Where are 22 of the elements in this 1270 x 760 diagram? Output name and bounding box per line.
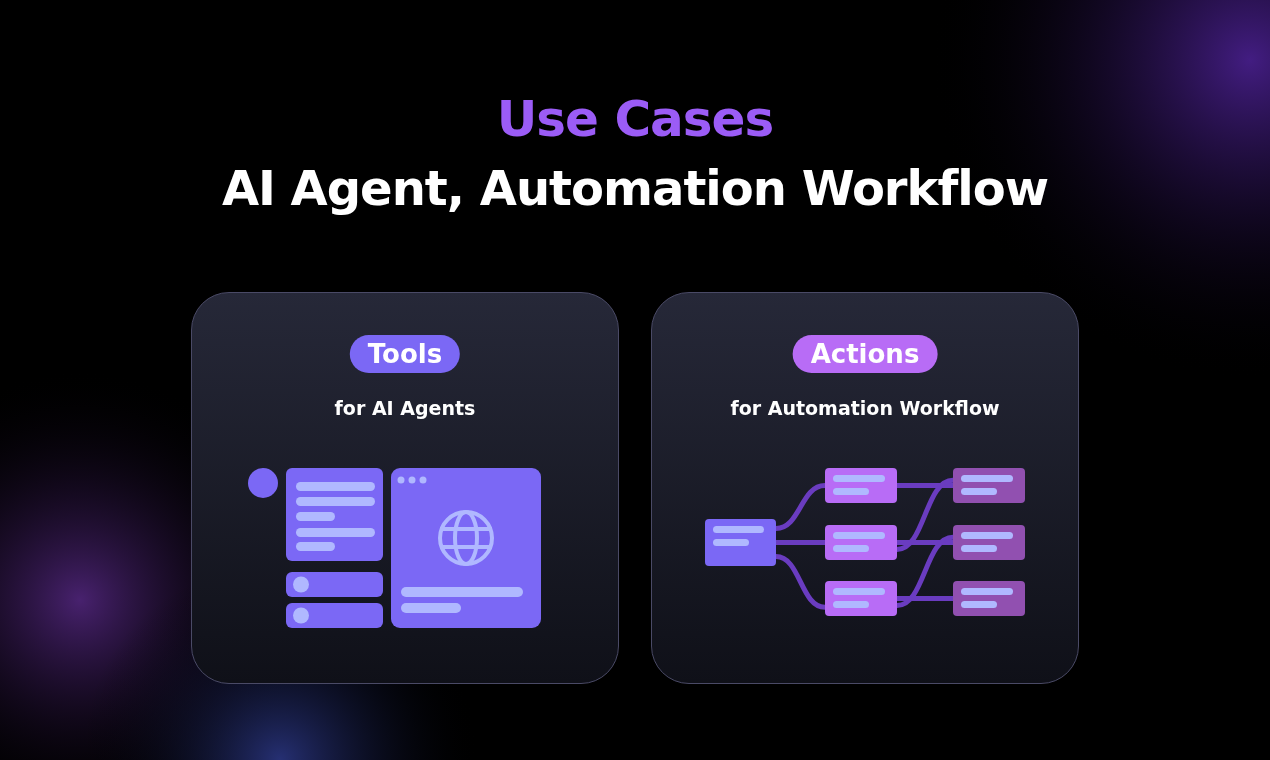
- workflow-step-box: [825, 468, 897, 503]
- connector-line: [896, 534, 954, 608]
- workflow-step-box: [705, 519, 776, 566]
- heading: Use Cases: [495, 90, 775, 148]
- connector-line: [775, 554, 826, 610]
- card-caption: for Automation Workflow: [729, 397, 1001, 419]
- workflow-step-box: [953, 525, 1025, 560]
- workflow-step-box: [825, 525, 897, 560]
- tag-pill: Tools: [349, 335, 461, 373]
- connector-line: [897, 483, 953, 488]
- subheading: AI Agent, Automation Workflow: [220, 160, 1050, 216]
- card-caption: for AI Agents: [333, 397, 477, 419]
- connector-line: [775, 483, 826, 531]
- connector-line: [896, 477, 954, 552]
- connector-line: [897, 540, 953, 545]
- tag-pill: Actions: [792, 335, 938, 373]
- feature-card: [651, 292, 1079, 684]
- workflow-step-box: [953, 581, 1025, 616]
- workflow-step-box: [953, 468, 1025, 503]
- connector-line: [897, 596, 953, 601]
- workflow-step-box: [825, 581, 897, 616]
- connector-line: [776, 540, 825, 545]
